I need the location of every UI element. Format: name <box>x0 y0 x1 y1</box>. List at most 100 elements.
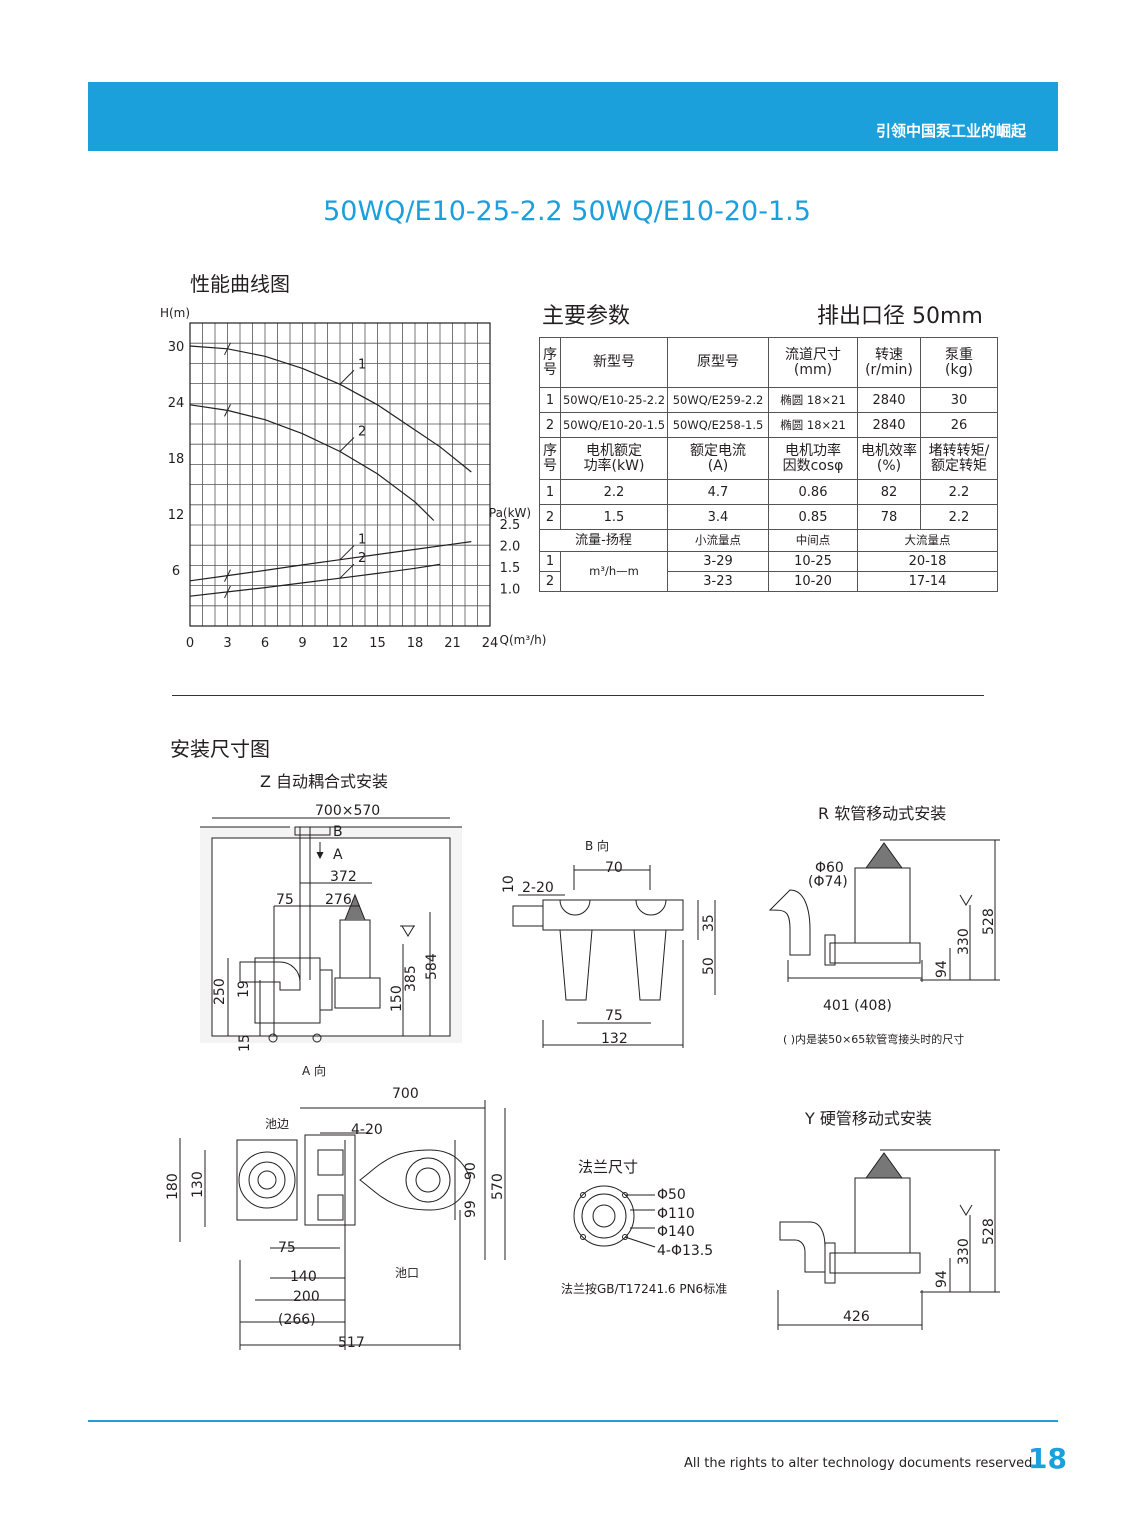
dim-label: 75 <box>276 892 294 908</box>
dim-label: 200 <box>293 1289 320 1305</box>
x-tick-label: 18 <box>407 636 424 651</box>
dim-label: 276 <box>325 892 352 908</box>
dim-label: 700 <box>392 1086 419 1102</box>
table-cell: 椭圆 18×21 <box>768 387 858 413</box>
table-cell: 20-18 <box>857 551 998 572</box>
plot-frame <box>189 322 491 627</box>
table-cell: 序号 <box>539 337 561 388</box>
series-line <box>189 404 435 521</box>
y-tick-label: 18 <box>168 452 185 467</box>
table-cell: 电机额定功率(kW) <box>560 437 668 480</box>
operating-point-mark <box>224 404 231 417</box>
y2-tick-label: 2.5 <box>500 518 521 533</box>
dim-label: 140 <box>290 1269 317 1285</box>
dim-label: 426 <box>843 1309 870 1325</box>
performance-section-title: 性能曲线图 <box>190 272 290 296</box>
table-cell: 转速(r/min) <box>857 337 921 388</box>
installation-drawings: 安装尺寸图 Z 自动耦合式安装 R 软管移动式安装 Y 硬管移动式安装 B 向 … <box>165 737 1000 1351</box>
table-cell: 2 <box>539 412 561 438</box>
dim-label: 池口 <box>395 1266 419 1280</box>
dim-label: A <box>333 847 343 863</box>
dim-label: Φ110 <box>657 1206 695 1222</box>
dim-label: 385 <box>403 965 419 992</box>
dim-label: 35 <box>701 914 717 932</box>
table-cell: 额定电流(A) <box>667 437 769 480</box>
table-cell: 82 <box>857 479 921 505</box>
table-cell: 0.85 <box>768 504 858 530</box>
chart-marks <box>189 342 472 599</box>
y-title: Y 硬管移动式安装 <box>804 1109 932 1128</box>
table-cell: 50WQ/E10-20-1.5 <box>560 412 668 438</box>
x-tick-label: 0 <box>186 636 194 651</box>
a-view-label: A 向 <box>302 1063 326 1078</box>
dim-label: 75 <box>278 1240 296 1256</box>
y-tick-label: 12 <box>168 508 185 523</box>
series-line <box>189 563 441 597</box>
dim-label: (Φ74) <box>808 874 848 890</box>
table-cell: 堵转转矩/额定转矩 <box>920 437 998 480</box>
table-cell: 10-20 <box>768 571 858 592</box>
x-tick-label: 3 <box>223 636 231 651</box>
dim-label: 4-Φ13.5 <box>657 1243 713 1259</box>
series-leader <box>339 437 355 452</box>
table-cell: 2840 <box>857 387 921 413</box>
dim-label: 75 <box>605 1008 623 1024</box>
table-cell: 泵重(kg) <box>920 337 998 388</box>
b-view-drawing <box>512 865 716 1048</box>
dim-label: 584 <box>424 953 440 980</box>
y2-tick-label: 1.0 <box>500 583 521 598</box>
footer-rule <box>88 1420 1058 1422</box>
b-view-label: B 向 <box>585 838 609 853</box>
dim-label: 570 <box>490 1173 506 1200</box>
dim-label: 528 <box>981 908 997 935</box>
dim-label: 94 <box>934 1270 950 1288</box>
dim-label: 70 <box>605 860 623 876</box>
x-tick-label: 6 <box>261 636 269 651</box>
dim-label: 99 <box>463 1200 479 1218</box>
dim-label: 700×570 <box>315 803 380 819</box>
a-view-drawing <box>179 1100 506 1350</box>
x-tick-label: 21 <box>444 636 461 651</box>
dim-label: B <box>333 824 343 840</box>
params-title: 主要参数 <box>542 304 631 329</box>
dim-label: Φ140 <box>657 1224 695 1240</box>
table-cell: 3.4 <box>667 504 769 530</box>
dim-label: 330 <box>956 1238 972 1265</box>
header-banner: 引领中国泵工业的崛起 <box>88 82 1058 151</box>
x-tick-label: 24 <box>482 636 499 651</box>
y-tick-label: 30 <box>168 340 185 355</box>
dim-label: 528 <box>981 1218 997 1245</box>
table-cell: 4.7 <box>667 479 769 505</box>
dim-label: 94 <box>934 960 950 978</box>
table-cell: 2.2 <box>920 504 998 530</box>
install-section-title: 安装尺寸图 <box>170 737 270 761</box>
table-cell: 2.2 <box>560 479 668 505</box>
dim-label: 517 <box>338 1335 365 1351</box>
dim-label: 130 <box>190 1171 206 1198</box>
table-cell: 30 <box>920 387 998 413</box>
r-drawing <box>768 839 1000 982</box>
series-label: 1 <box>358 533 366 548</box>
dim-label: 401 (408) <box>823 998 892 1014</box>
dim-label: 90 <box>463 1162 479 1180</box>
page-number: 18 <box>1028 1442 1067 1475</box>
dim-label: 150 <box>389 985 405 1012</box>
dim-label: 180 <box>165 1173 181 1200</box>
table-cell: 电机功率因数cosφ <box>768 437 858 480</box>
table-cell: 椭圆 18×21 <box>768 412 858 438</box>
r-note: ( )内是装50×65软管弯接头时的尺寸 <box>783 1032 964 1046</box>
r-title: R 软管移动式安装 <box>818 804 946 823</box>
table-cell: 原型号 <box>667 337 769 388</box>
dim-label: 50 <box>701 957 717 975</box>
series-leader <box>339 545 355 561</box>
table-cell: 1 <box>539 479 561 505</box>
table-cell: 序号 <box>539 437 561 480</box>
table-cell: 26 <box>920 412 998 438</box>
dim-label: 250 <box>212 978 228 1005</box>
table-cell: 小流量点 <box>667 529 769 552</box>
y-axis-label: H(m) <box>160 306 190 320</box>
